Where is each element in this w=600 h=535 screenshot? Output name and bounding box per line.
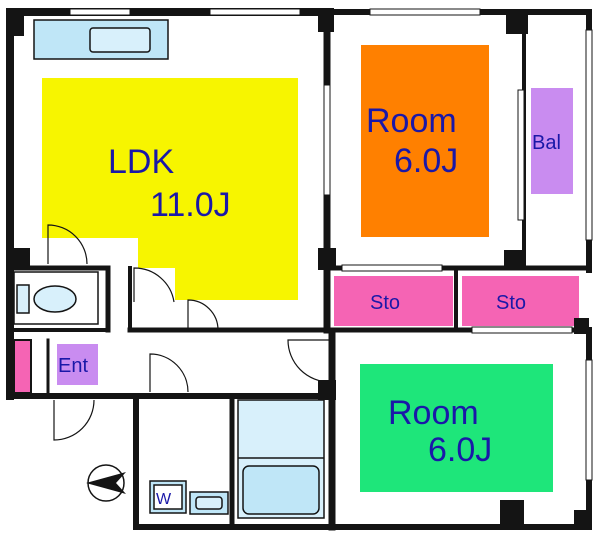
fixtures [13, 19, 325, 519]
storage-right-label: Sto [496, 292, 526, 314]
ldk-area [42, 78, 298, 300]
room-south-area [360, 364, 553, 492]
room-fills [13, 45, 579, 492]
toilet-icon [16, 284, 77, 314]
room-south-name: Room [388, 394, 479, 432]
storage-right-area [462, 276, 579, 326]
entrance-area [57, 344, 98, 385]
bathtub-icon [242, 465, 320, 515]
balcony-area [531, 88, 573, 194]
wall-posts [10, 12, 589, 527]
windows [69, 8, 593, 481]
room-north-name: Room [366, 102, 457, 140]
ldk-size: 11.0J [150, 186, 231, 224]
balcony-label: Bal [532, 132, 561, 154]
storage-left-label: Sto [370, 292, 400, 314]
room-north-size: 6.0J [394, 142, 458, 180]
storage-left-area [334, 276, 453, 326]
entrance-door [13, 339, 32, 394]
labels: LDK 11.0J Room 6.0J Room 6.0J Bal Sto St… [58, 102, 561, 508]
kitchen-sink-icon [89, 27, 151, 53]
ldk-name: LDK [108, 143, 174, 181]
entrance-label: Ent [58, 355, 88, 377]
room-north-area [361, 45, 489, 237]
door-swings [47, 224, 331, 441]
washer-label: W [156, 491, 172, 508]
north-arrow-icon [86, 464, 126, 502]
room-south-size: 6.0J [428, 431, 492, 469]
